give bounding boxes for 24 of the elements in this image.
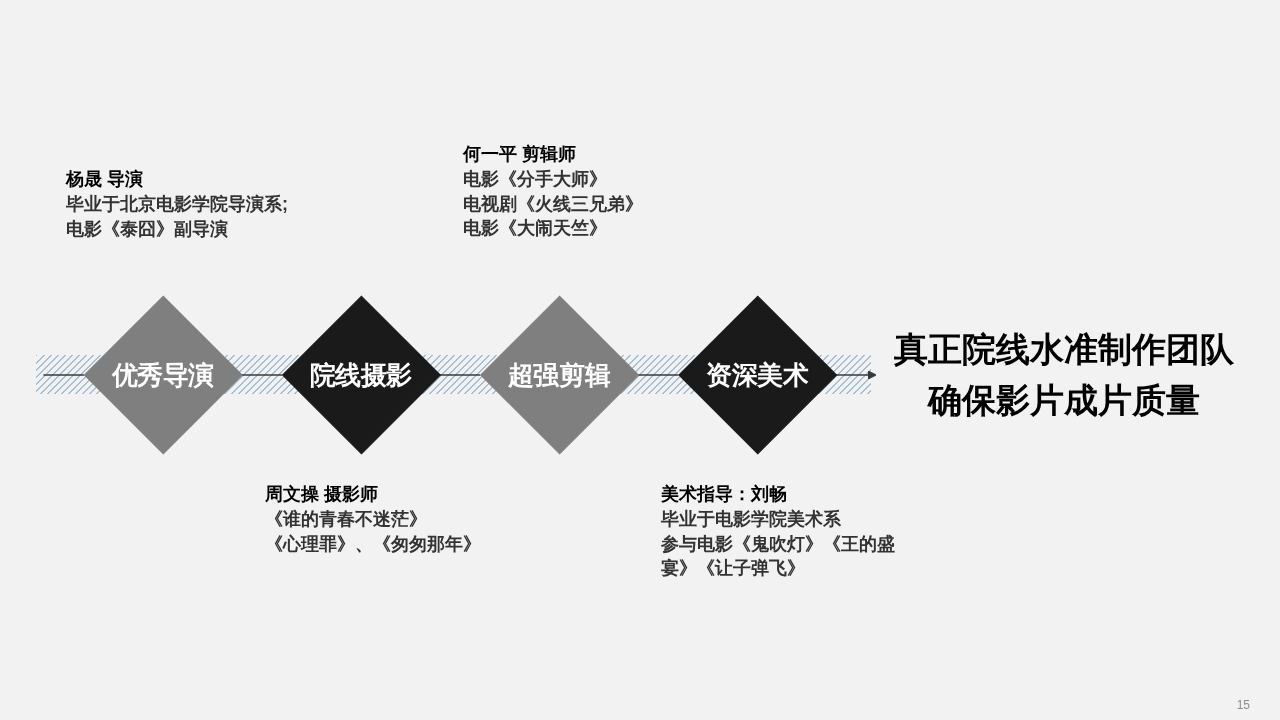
arrow (835, 370, 877, 380)
credit-line: 电影《分手大师》 (463, 167, 607, 191)
node-diamond: 资深美术 (678, 295, 838, 455)
node-diamond: 优秀导演 (83, 295, 243, 455)
credit-line: 《心理罪》、《匆匆那年》 (265, 532, 481, 556)
node-text: 真正院线水准制作团队 确保影片成片质量 (893, 330, 1235, 420)
credit-line: 毕业于电影学院美术系 (661, 507, 841, 531)
node-diamond: 超强剪辑 (480, 295, 640, 455)
name-and-role: 周文操 摄影师 (265, 483, 378, 506)
credit-line: 《谁的青春不迷茫》 (265, 507, 427, 531)
connector (438, 374, 481, 376)
credit-line: 电影《大闹天竺》 (463, 217, 607, 241)
name-and-role: 何一平 剪辑师 (463, 143, 576, 166)
credit-line: 电影《泰囧》副导演 (66, 217, 228, 241)
credit-line: 参与电影《鬼吹灯》《王的盛宴》《让子弹飞》 (661, 532, 896, 581)
name-and-role: 美术指导：刘畅 (661, 483, 787, 506)
connector (42, 374, 85, 376)
connector (240, 374, 283, 376)
page-number: 15 (1236, 698, 1250, 712)
name-and-role: 杨晟 导演 (66, 168, 143, 191)
node-diamond: 院线摄影 (281, 295, 441, 455)
credit-line: 毕业于北京电影学院导演系; (66, 192, 288, 216)
connector (637, 374, 680, 376)
credit-line: 电视剧《火线三兄弟》 (463, 192, 643, 216)
